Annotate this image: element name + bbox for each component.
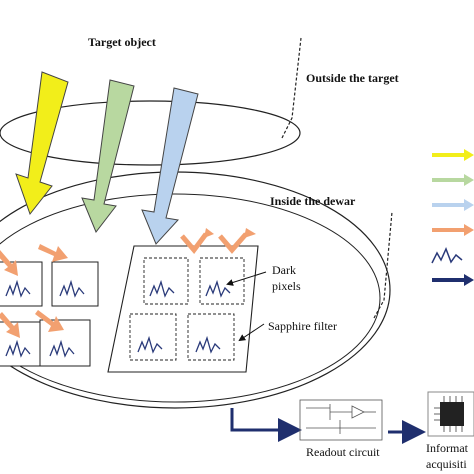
dewar-inner-ellipse [0, 193, 381, 403]
orange-reflection-arrows-left [0, 244, 68, 338]
legend-item-2 [432, 174, 474, 186]
outside-target-ellipse [0, 100, 301, 166]
outside-target-label: Outside the target [306, 71, 399, 85]
legend-item-3 [432, 199, 474, 211]
to-readout-arrow [230, 408, 302, 442]
green-light-arrow [81, 79, 135, 233]
dark-pixels-label-line1: Dark [272, 263, 296, 277]
dark-pixels-label-line2: pixels [272, 279, 301, 293]
readout-circuit-schematic [299, 399, 383, 441]
legend [431, 149, 474, 286]
info-acquisition-label-line2: acquisiti [426, 457, 467, 471]
orange-reflection-arrows-filter [180, 232, 248, 254]
target-object-label: Target object [88, 35, 156, 49]
outside-target-leader [281, 37, 302, 139]
legend-item-1 [432, 149, 474, 161]
left-pixel-array [0, 261, 99, 367]
blue-light-arrow [141, 87, 199, 245]
legend-item-6 [432, 274, 474, 286]
legend-item-4 [432, 224, 474, 236]
sapphire-filter-label: Sapphire filter [268, 319, 337, 333]
sapphire-filter-assembly [107, 245, 259, 373]
chip-icon [427, 391, 474, 437]
inside-dewar-leader [373, 211, 393, 319]
sapphire-filter-pointer [238, 323, 265, 342]
readout-circuit-label: Readout circuit [306, 445, 380, 459]
info-acquisition-label-line1: Informat [426, 441, 469, 455]
legend-item-5 [431, 247, 463, 264]
inside-dewar-label: Inside the dewar [270, 194, 356, 208]
yellow-light-arrow [15, 71, 69, 216]
dark-pixels-pointer [226, 271, 267, 286]
